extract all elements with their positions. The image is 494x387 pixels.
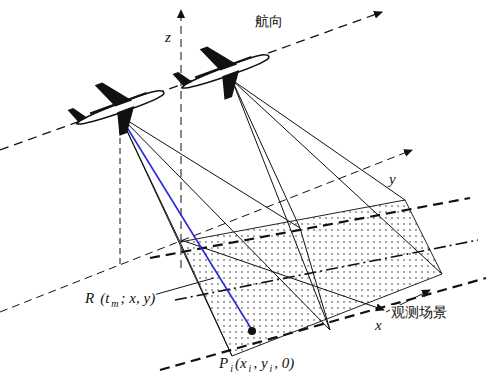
point-label: , y	[252, 356, 268, 371]
flight-track	[0, 12, 382, 150]
axis-label: y	[388, 172, 397, 187]
point-label: P	[218, 356, 229, 371]
z-axis	[181, 10, 182, 268]
direction-label: 航向	[254, 14, 284, 28]
y-axis	[0, 150, 412, 312]
axis-label: x	[374, 318, 383, 333]
point-label: (x	[234, 356, 248, 371]
point-label: , 0)	[273, 356, 295, 371]
target-point	[248, 327, 256, 335]
slant-range	[120, 116, 252, 330]
scene-edge	[160, 278, 486, 370]
aircraft	[63, 64, 173, 150]
axis-label: z	[164, 30, 172, 45]
scene-center	[175, 240, 478, 300]
range-label: (t	[99, 291, 110, 306]
leader-line	[150, 278, 214, 296]
x-axis	[181, 240, 384, 310]
scene-edge	[150, 198, 470, 258]
range-label: m	[110, 299, 119, 309]
scene-label: 观测场景	[390, 305, 448, 319]
range-label: ; x, y)	[120, 291, 157, 306]
nadir-line	[120, 118, 121, 266]
range-label: R	[84, 291, 95, 306]
aircraft	[168, 28, 278, 114]
